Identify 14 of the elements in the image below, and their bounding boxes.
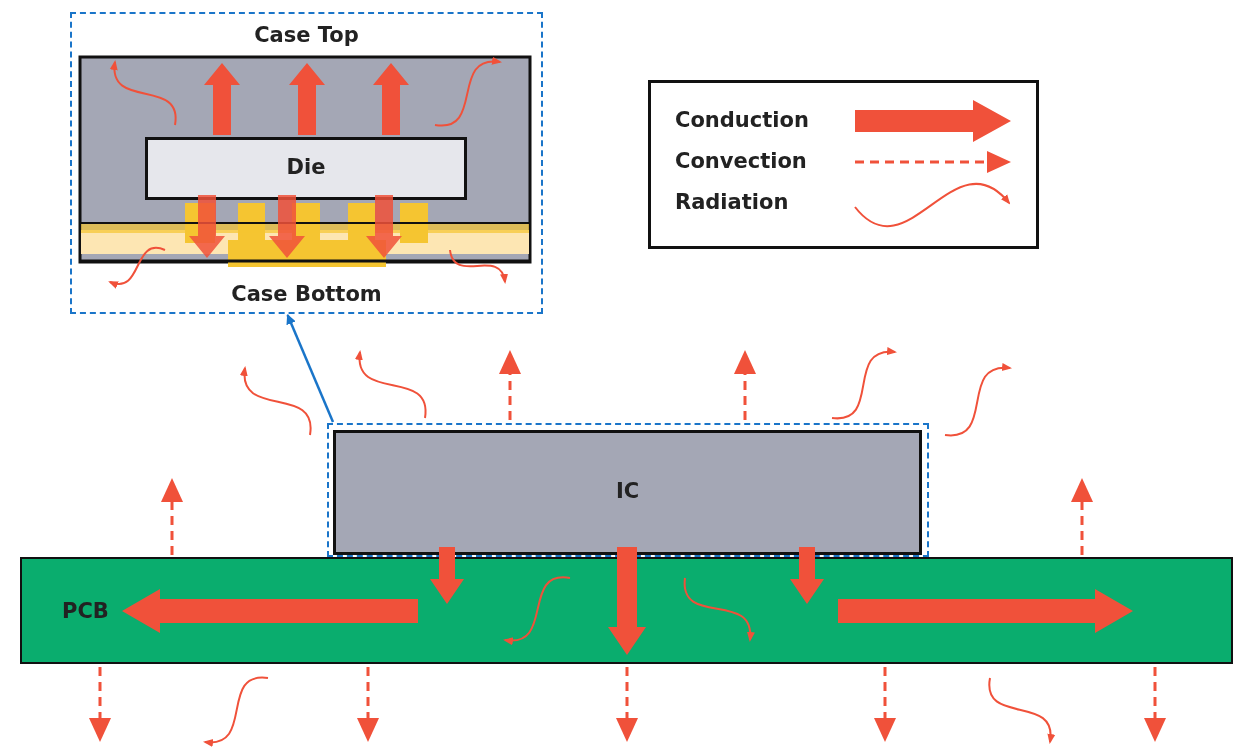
conduction-arrow: [608, 547, 646, 655]
chip-label: IC: [614, 478, 641, 503]
case-label: Case Bottom: [230, 282, 383, 306]
legend-label: Radiation: [675, 190, 789, 214]
board-label: PCB: [62, 599, 109, 623]
die-block: [145, 137, 467, 200]
legend-label: Conduction: [675, 108, 809, 132]
legend-label: Convection: [675, 149, 807, 173]
conduction-arrow: [430, 547, 464, 604]
pointer-arrow: [286, 314, 335, 423]
conduction-arrow: [790, 547, 824, 604]
inset-frame: [70, 12, 543, 314]
die-label: Die: [285, 154, 327, 179]
case-label: Case Top: [253, 23, 360, 47]
